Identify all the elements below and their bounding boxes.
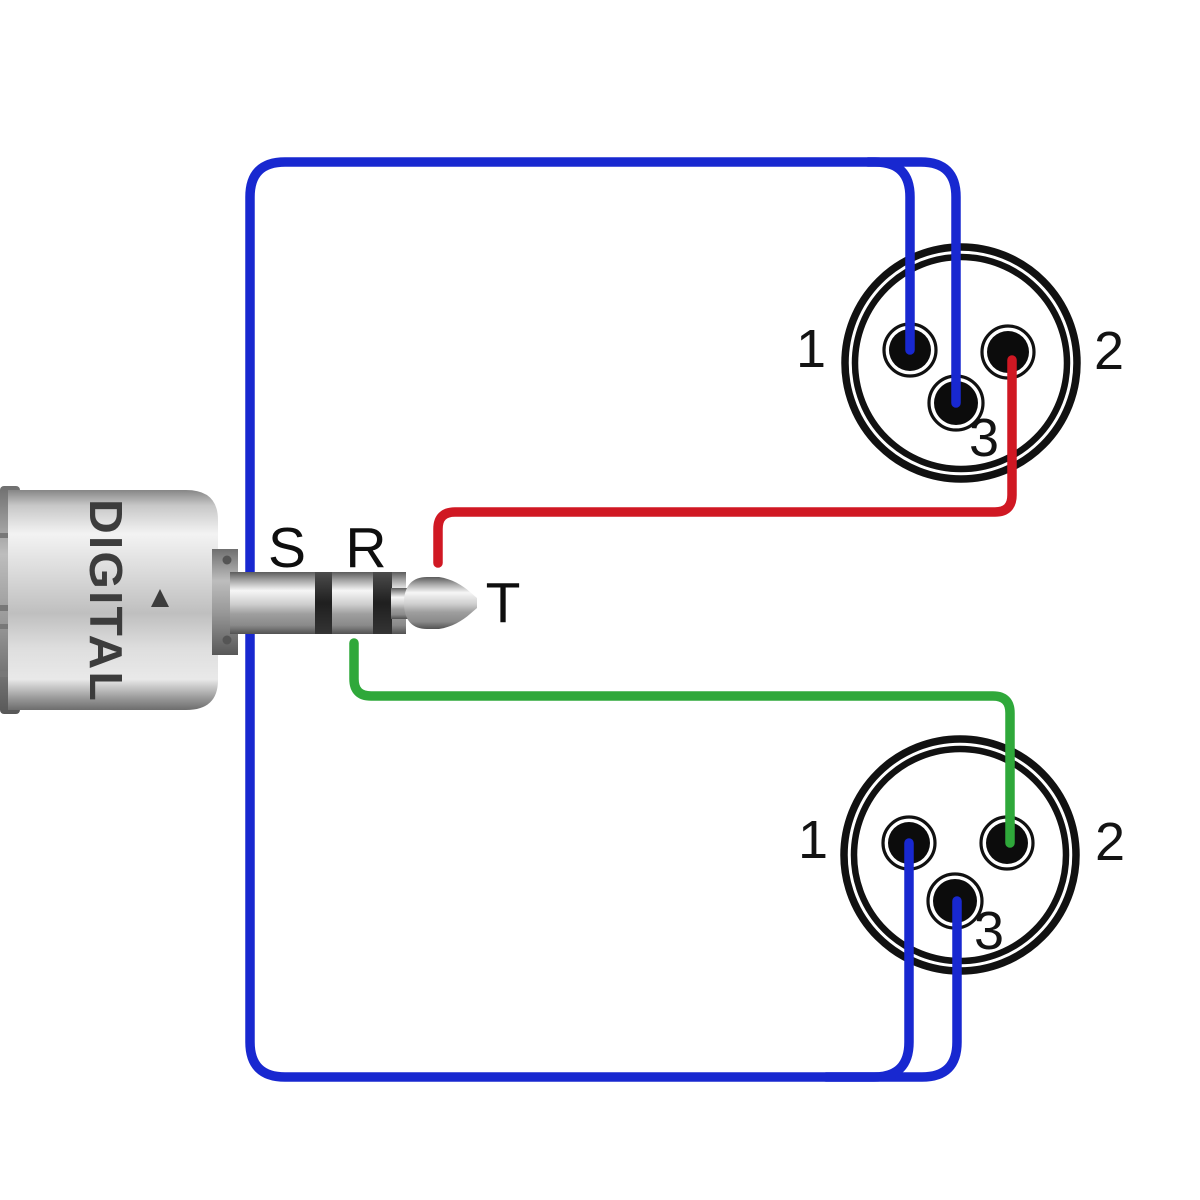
xlr-bottom-pin1-label: 1: [798, 810, 828, 870]
jack-insulator-band-2: [373, 572, 392, 634]
xlr-bottom-pin3-label: 3: [974, 901, 1004, 961]
wire-red-tip-to-top-pin2: [433, 355, 1017, 568]
xlr-connector-bottom: 1 2 3: [798, 735, 1125, 975]
collar-detail-dot: [222, 635, 232, 645]
xlr-top-pin1-label: 1: [796, 319, 826, 379]
sleeve-label: S: [268, 516, 306, 580]
jack-plug: DIGITAL: [0, 486, 477, 714]
wire-green-ring-to-bottom-pin2: [349, 638, 1015, 848]
xlr-top-inner-ring: [851, 253, 1071, 473]
xlr-top-pin2-label: 2: [1094, 321, 1124, 381]
xlr-top-pin2: [987, 331, 1029, 373]
jack-body-text: DIGITAL: [80, 499, 132, 703]
collar-detail-dot: [222, 555, 232, 565]
wire-blue-branch-top-pin3: [863, 157, 961, 408]
wire-blue-branch-bottom-pin1: [821, 838, 914, 1082]
tip-label: T: [486, 571, 521, 635]
jack-tip: [404, 577, 477, 629]
jack-insulator-band-1: [315, 572, 332, 634]
ring-label: R: [345, 516, 386, 580]
xlr-top-outer-ring: [841, 243, 1081, 483]
jack-body: [8, 490, 218, 710]
xlr-bottom-pin2-label: 2: [1095, 812, 1125, 872]
terminal-labels: S R T: [268, 516, 520, 635]
arrow-up-icon: [151, 589, 169, 607]
xlr-top-pin3-label: 3: [969, 408, 999, 468]
xlr-connector-top: 1 2 3: [796, 243, 1124, 483]
